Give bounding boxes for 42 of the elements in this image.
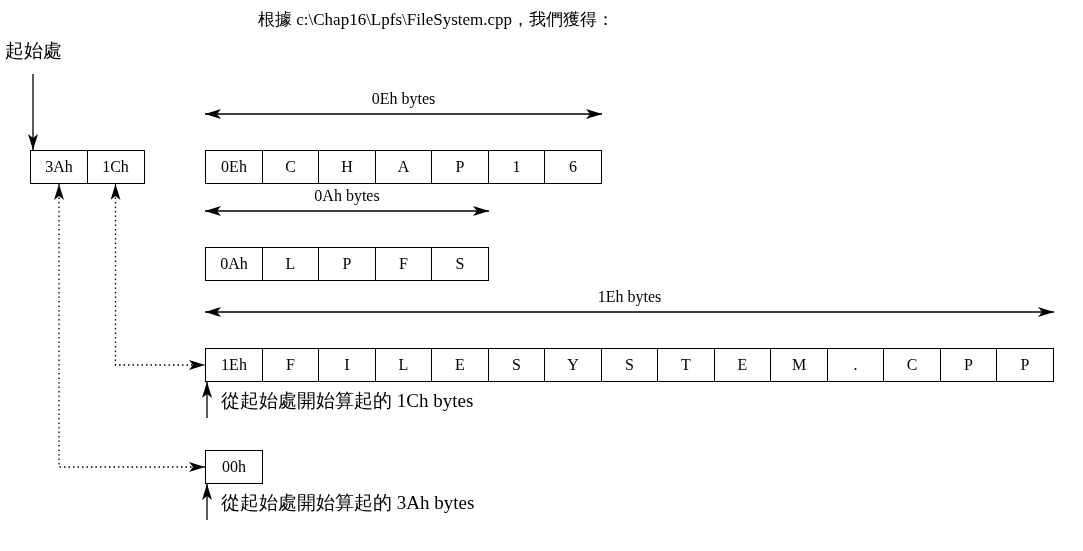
byte-cell: A [374,150,433,184]
byte-cell: E [431,348,489,382]
byte-cell: 1Ch [86,150,145,184]
byte-cell: S [600,348,659,382]
byte-cell: P [318,247,376,281]
byte-cell: . [826,348,885,382]
byte-cell: P [431,150,489,184]
byte-cell: 1Eh [205,348,263,382]
byte-cell: F [261,348,320,382]
byte-cell: 3Ah [30,150,88,184]
byte-cell: H [318,150,376,184]
dimension-label: 1Eh bytes [597,288,662,306]
byte-cell: C [261,150,320,184]
arrow [202,483,212,521]
dimension-label: 0Eh bytes [371,90,436,108]
byte-cell: 0Ah [205,247,263,281]
byte-cell: L [374,348,433,382]
start-label: 起始處 [5,38,62,64]
byte-cell: 0Eh [205,150,263,184]
byte-cell: C [883,348,941,382]
dimension-label: 0Ah bytes [314,187,380,205]
byte-cell: S [487,348,546,382]
byte-cell: 00h [205,450,263,484]
byte-cell: I [318,348,376,382]
note-text: 從起始處開始算起的 1Ch bytes [221,389,474,413]
byte-cell: F [374,247,433,281]
byte-cell: 1 [487,150,546,184]
byte-cell: 6 [544,150,602,184]
byte-cell: T [657,348,715,382]
note-text: 從起始處開始算起的 3Ah bytes [221,491,475,515]
byte-cell: L [261,247,320,281]
title: 根據 c:\Chap16\Lpfs\FileSystem.cpp，我們獲得： [258,9,615,31]
byte-cell: M [770,348,828,382]
byte-cell: P [939,348,998,382]
dotted-arrow [110,183,206,370]
byte-cell: S [431,247,489,281]
byte-cell: E [713,348,772,382]
dotted-arrow [54,183,206,472]
arrow [28,73,38,151]
byte-cell: P [996,348,1054,382]
byte-cell: Y [544,348,602,382]
arrow [202,381,212,419]
